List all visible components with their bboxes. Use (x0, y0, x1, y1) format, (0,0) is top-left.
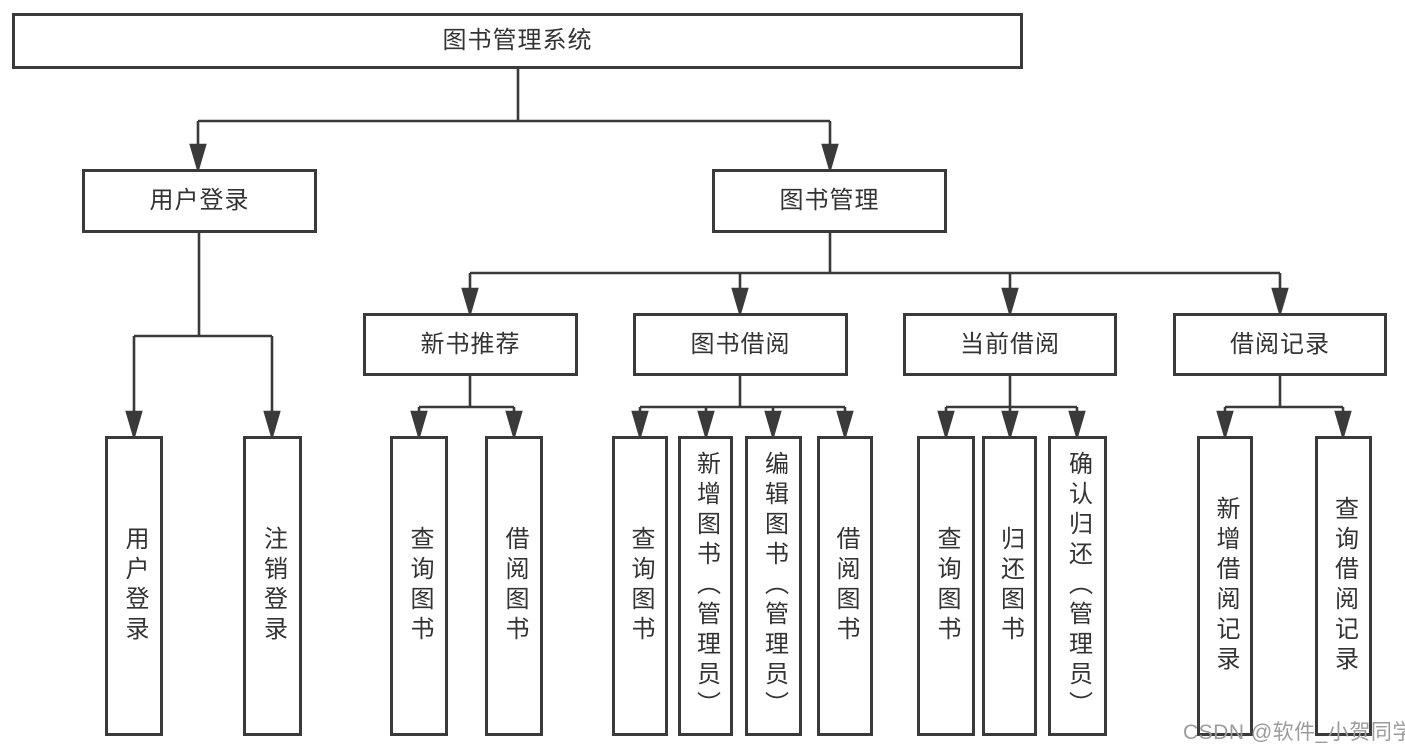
arrow-down-icon (937, 410, 955, 441)
arrow-down-icon (505, 410, 523, 441)
node-book-borrowing: 图书借阅 (633, 313, 848, 376)
connector-current-borrow-children (937, 376, 1086, 441)
node-leaf-add-borrow-record-label: 新增借阅记录 (1212, 496, 1239, 676)
arrow-down-icon (189, 143, 207, 174)
node-current-borrowing-label: 当前借阅 (960, 330, 1060, 358)
node-current-borrowing: 当前借阅 (903, 313, 1117, 376)
node-borrowing-records: 借阅记录 (1173, 313, 1387, 376)
node-root-library-system: 图书管理系统 (12, 13, 1023, 69)
node-user-login: 用户登录 (82, 169, 317, 233)
node-leaf-borrow-books-2: 借阅图书 (817, 436, 873, 736)
arrow-down-icon (836, 410, 854, 441)
node-leaf-user-login: 用户登录 (105, 436, 163, 736)
connector-book-mgmt-to-level3 (461, 233, 1289, 318)
node-leaf-logout: 注销登录 (243, 436, 302, 736)
node-leaf-confirm-return-admin: 确认归还（管理员） (1048, 436, 1107, 736)
arrow-down-icon (697, 410, 715, 441)
node-leaf-borrow-books-1-label: 借阅图书 (501, 526, 528, 646)
connector-user-login-children (125, 233, 281, 441)
node-borrowing-records-label: 借阅记录 (1230, 330, 1330, 358)
arrow-down-icon (731, 287, 749, 318)
node-leaf-confirm-return-admin-label: 确认归还（管理员） (1064, 451, 1092, 721)
node-leaf-logout-label: 注销登录 (259, 526, 287, 646)
arrow-down-icon (461, 287, 479, 318)
connector-borrow-records-children (1216, 376, 1352, 441)
arrow-down-icon (1001, 410, 1019, 441)
node-leaf-query-borrow-record-label: 查询借阅记录 (1330, 496, 1358, 676)
arrow-down-icon (631, 410, 649, 441)
node-new-book-recommend-label: 新书推荐 (420, 330, 521, 358)
connector-root-to-level2 (189, 69, 839, 174)
node-book-management-label: 图书管理 (779, 187, 880, 214)
arrow-down-icon (1001, 287, 1019, 318)
node-book-borrowing-label: 图书借阅 (690, 330, 791, 358)
arrow-down-icon (1216, 410, 1234, 441)
node-leaf-return-books-label: 归还图书 (996, 526, 1024, 646)
node-leaf-return-books: 归还图书 (982, 436, 1037, 736)
connector-new-book-children (410, 376, 523, 441)
arrow-down-icon (1271, 287, 1289, 318)
arrow-down-icon (1334, 410, 1352, 441)
node-leaf-query-books-3-label: 查询图书 (933, 526, 960, 646)
node-leaf-query-borrow-record: 查询借阅记录 (1315, 436, 1372, 736)
node-leaf-add-books-admin: 新增图书（管理员） (678, 436, 733, 736)
arrow-down-icon (125, 410, 143, 441)
node-leaf-add-borrow-record: 新增借阅记录 (1197, 436, 1253, 736)
node-new-book-recommend: 新书推荐 (363, 313, 578, 376)
node-leaf-edit-books-admin: 编辑图书（管理员） (745, 436, 802, 736)
node-leaf-query-books-1: 查询图书 (390, 436, 448, 736)
node-leaf-borrow-books-1: 借阅图书 (485, 436, 543, 736)
node-leaf-add-books-admin-label: 新增图书（管理员） (692, 451, 720, 721)
node-user-login-label: 用户登录 (149, 187, 250, 214)
connector-book-borrow-children (631, 376, 854, 441)
node-leaf-query-books-2: 查询图书 (612, 436, 668, 736)
arrow-down-icon (1068, 410, 1086, 441)
node-leaf-query-books-2-label: 查询图书 (627, 526, 654, 646)
node-leaf-borrow-books-2-label: 借阅图书 (832, 526, 859, 646)
node-book-management: 图书管理 (712, 169, 947, 233)
arrow-down-icon (263, 410, 281, 441)
node-leaf-query-books-1-label: 查询图书 (406, 526, 433, 646)
node-leaf-query-books-3: 查询图书 (917, 436, 975, 736)
arrow-down-icon (764, 410, 782, 441)
node-leaf-edit-books-admin-label: 编辑图书（管理员） (760, 451, 788, 721)
node-leaf-user-login-label: 用户登录 (121, 526, 148, 646)
arrow-down-icon (410, 410, 428, 441)
arrow-down-icon (821, 143, 839, 174)
node-root-label: 图书管理系统 (442, 27, 593, 54)
csdn-watermark: CSDN @软件_小贺同学 (1183, 721, 1405, 744)
